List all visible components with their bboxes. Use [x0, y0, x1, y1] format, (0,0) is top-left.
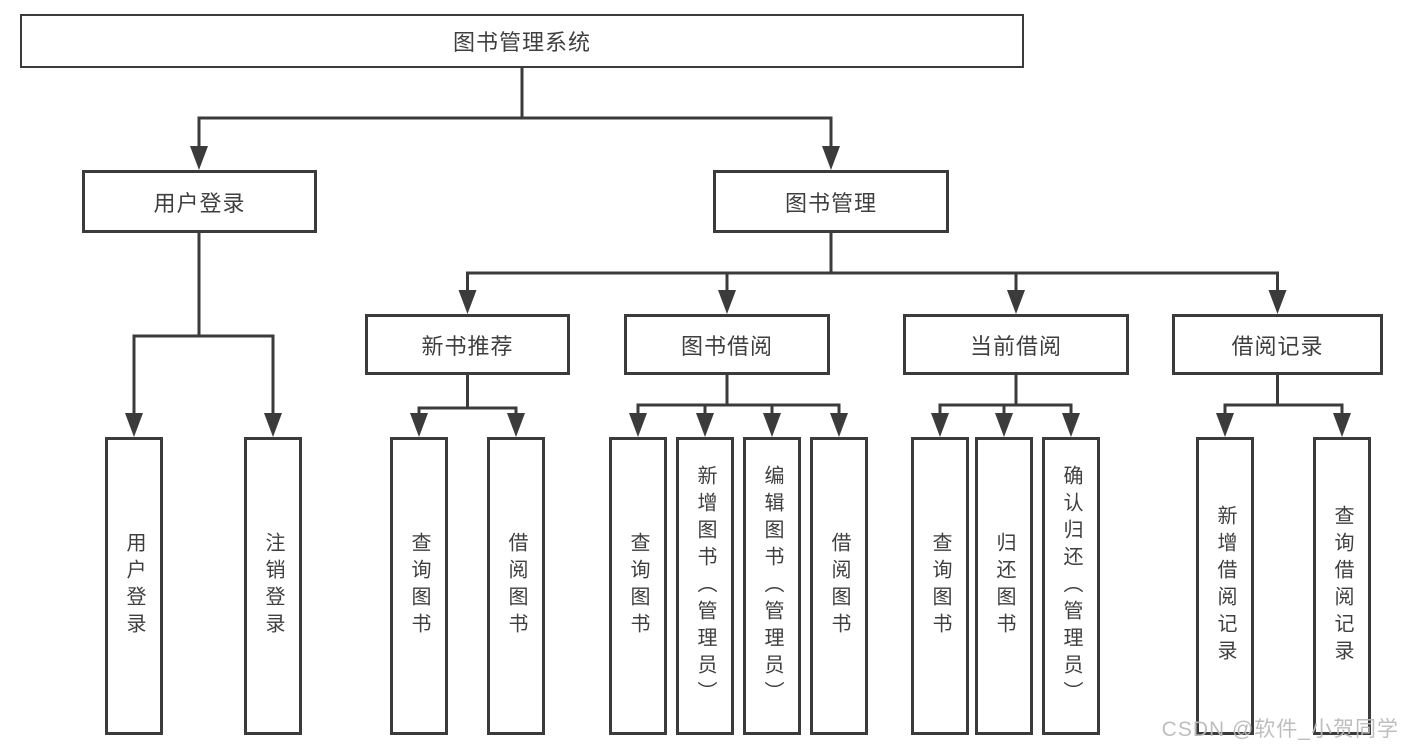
leaf-add-book-admin: 新增图书（管理员）: [676, 437, 734, 735]
leaf-borrow-book: 借阅图书: [810, 437, 868, 735]
node-book-management: 图书管理: [713, 170, 949, 233]
leaf-borrow-book-recommend: 借阅图书: [487, 437, 545, 735]
node-new-book-recommend-label: 新书推荐: [421, 333, 514, 359]
leaf-query-book-current-label: 查询图书: [929, 532, 951, 640]
node-book-management-label: 图书管理: [784, 190, 877, 216]
node-current-borrow-label: 当前借阅: [969, 333, 1062, 359]
leaf-add-book-admin-label: 新增图书（管理员）: [694, 464, 716, 708]
node-current-borrow: 当前借阅: [903, 314, 1129, 375]
node-borrow-record: 借阅记录: [1172, 314, 1383, 375]
leaf-query-book-borrow-label: 查询图书: [627, 532, 649, 640]
leaf-query-book-recommend: 查询图书: [390, 437, 448, 735]
leaf-query-book-borrow: 查询图书: [609, 437, 667, 735]
node-library-system: 图书管理系统: [20, 14, 1024, 68]
node-library-system-label: 图书管理系统: [452, 30, 591, 55]
leaf-logout-label: 注销登录: [262, 532, 284, 640]
leaf-add-borrow-record-label: 新增借阅记录: [1214, 505, 1236, 667]
leaf-edit-book-admin: 编辑图书（管理员）: [743, 437, 801, 735]
leaf-return-book-label: 归还图书: [993, 532, 1015, 640]
node-new-book-recommend: 新书推荐: [365, 314, 570, 375]
node-borrow-record-label: 借阅记录: [1231, 333, 1324, 359]
leaf-query-book-current: 查询图书: [911, 437, 969, 735]
leaf-user-login-label: 用户登录: [123, 532, 145, 640]
leaf-query-borrow-record-label: 查询借阅记录: [1331, 505, 1353, 667]
leaf-confirm-return-admin-label: 确认归还（管理员）: [1060, 464, 1082, 708]
leaf-return-book: 归还图书: [975, 437, 1033, 735]
node-book-borrow-label: 图书借阅: [680, 333, 773, 359]
csdn-watermark: CSDN @软件_小贺同学: [1161, 718, 1399, 741]
leaf-logout: 注销登录: [244, 437, 302, 735]
node-user-login-label: 用户登录: [153, 190, 246, 216]
leaf-borrow-book-recommend-label: 借阅图书: [505, 532, 527, 640]
leaf-user-login: 用户登录: [105, 437, 163, 735]
node-book-borrow: 图书借阅: [624, 314, 830, 375]
leaf-borrow-book-label: 借阅图书: [828, 532, 850, 640]
leaf-query-borrow-record: 查询借阅记录: [1313, 437, 1371, 735]
leaf-edit-book-admin-label: 编辑图书（管理员）: [761, 464, 783, 708]
node-user-login: 用户登录: [82, 170, 317, 233]
leaf-query-book-recommend-label: 查询图书: [408, 532, 430, 640]
leaf-confirm-return-admin: 确认归还（管理员）: [1042, 437, 1100, 735]
leaf-add-borrow-record: 新增借阅记录: [1196, 437, 1254, 735]
